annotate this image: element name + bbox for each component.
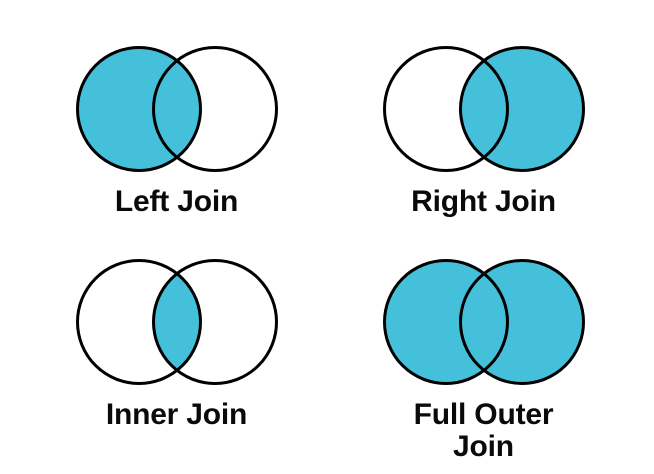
- venn-label-inner-join: Inner Join: [105, 398, 248, 431]
- venn-cell-full-outer-join: Full Outer Join: [320, 213, 647, 463]
- venn-cell-inner-join: Inner Join: [13, 213, 340, 450]
- venn-right-circle-outline: [458, 46, 585, 172]
- venn-left-circle-outline: [75, 259, 202, 385]
- venn-intersection-fill: [460, 260, 507, 384]
- venn-label-full-outer-join: Full Outer Join: [413, 398, 554, 464]
- venn-left-circle-outline: [75, 46, 202, 172]
- venn-intersection-fill: [460, 47, 507, 171]
- venn-cell-right-join: Right Join: [320, 0, 647, 237]
- venn-left-join-icon: [75, 44, 278, 174]
- venn-inner-join-icon: [75, 257, 278, 387]
- venn-right-circle-outline: [151, 259, 278, 385]
- venn-label-left-join: Left Join: [114, 185, 239, 218]
- venn-cell-left-join: Left Join: [13, 0, 340, 237]
- venn-left-circle-outline: [382, 259, 509, 385]
- venn-right-circle-outline: [151, 46, 278, 172]
- venn-right-join-icon: [382, 44, 585, 174]
- venn-intersection-fill: [153, 47, 200, 171]
- venn-left-circle-outline: [382, 46, 509, 172]
- venn-intersection-fill: [153, 260, 200, 384]
- venn-label-right-join: Right Join: [411, 185, 556, 218]
- venn-full-outer-join-icon: [382, 257, 585, 387]
- venn-right-circle-outline: [458, 259, 585, 385]
